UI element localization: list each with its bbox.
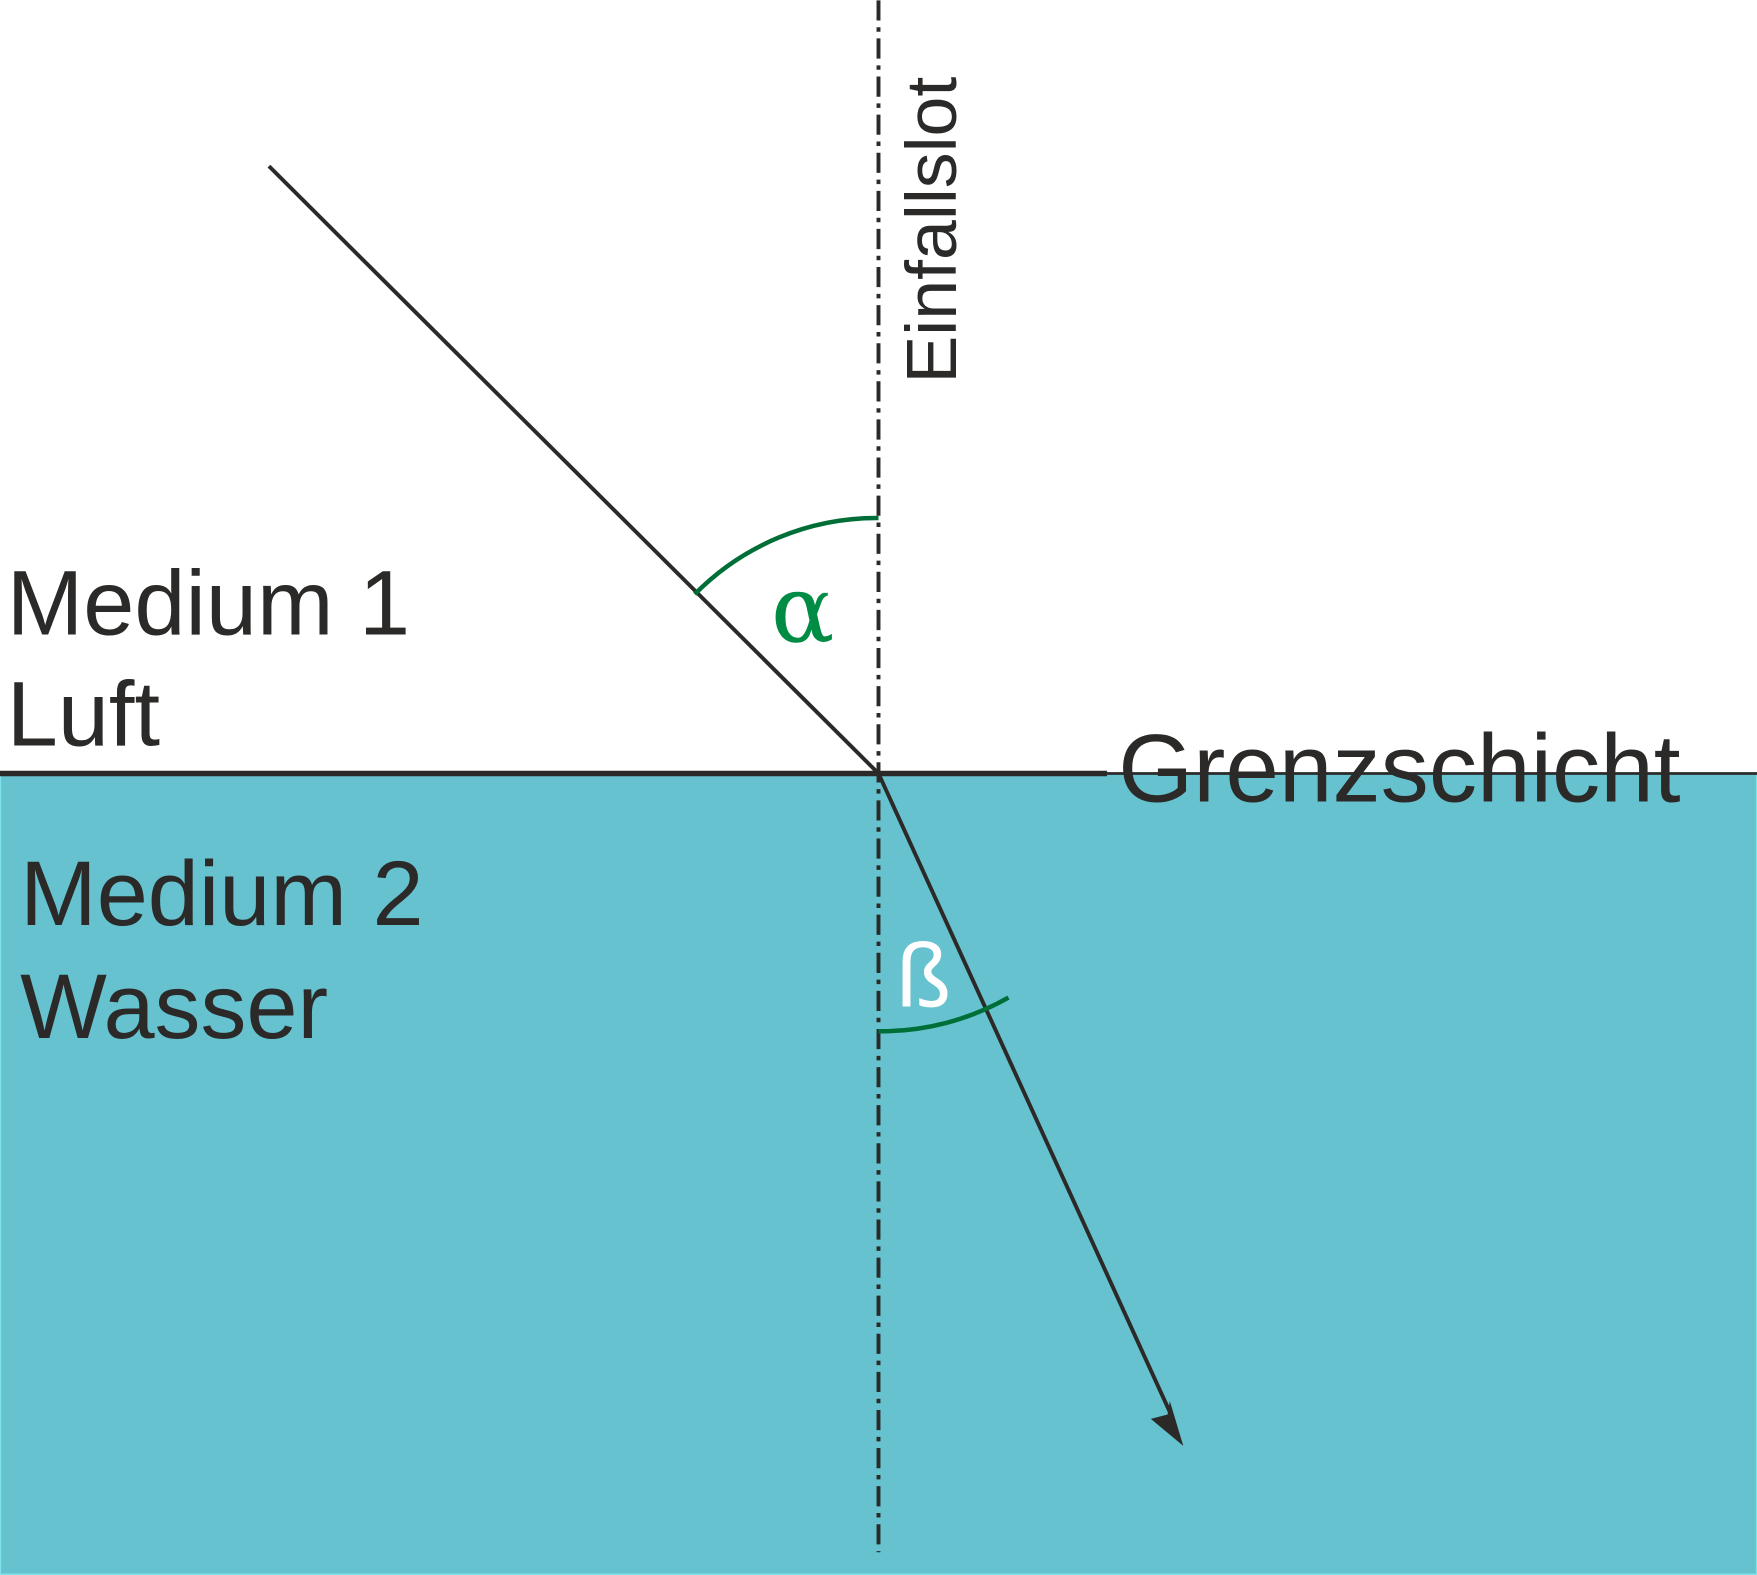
beta-label: ß — [896, 926, 951, 1026]
beta-arc — [878, 995, 1010, 1034]
medium1-label: Medium 1 — [7, 553, 410, 655]
medium2-name: Wasser — [20, 956, 328, 1058]
refracted-ray — [876, 772, 1173, 1416]
arrowhead-icon — [1150, 1400, 1184, 1446]
boundary-label: Grenzschicht — [1118, 716, 1681, 823]
normal-label: Einfallslot — [892, 77, 972, 384]
medium2-label: Medium 2 — [20, 843, 423, 945]
incident-ray — [267, 164, 880, 775]
alpha-arc — [693, 515, 879, 596]
medium1-name: Luft — [7, 663, 160, 765]
alpha-label: α — [771, 555, 835, 664]
